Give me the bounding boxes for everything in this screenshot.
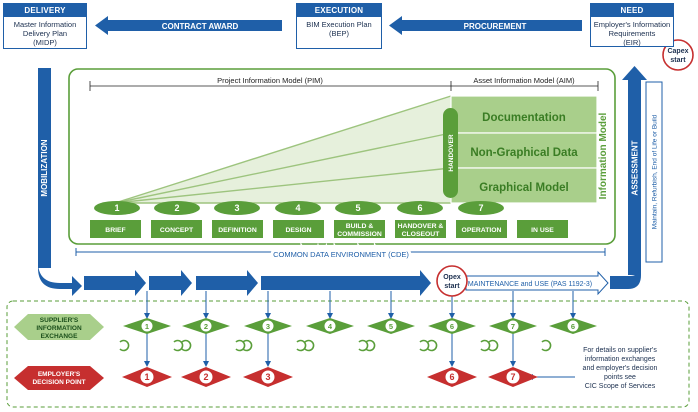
layer-documentation-label: Documentation [482, 112, 566, 124]
stage-operation-label: OPERATION [462, 227, 502, 234]
stage-brief-label: BRIEF [105, 227, 125, 234]
exchange-number: 1 [145, 322, 149, 331]
supplier-label-3: EXCHANGE [41, 333, 79, 340]
assessment-bar [628, 80, 641, 275]
decision-number: 7 [510, 372, 515, 382]
delivery-line-1: Master Information [13, 20, 77, 29]
exchange-number: 3 [266, 322, 270, 331]
information-model-label: Information Model [598, 112, 609, 199]
execution-box: EXECUTION BIM Execution Plan (BEP) [296, 3, 382, 49]
maintain-label: Maintain, Refurbish, End of Life or Buil… [652, 114, 659, 229]
assessment-arrowhead [622, 66, 647, 80]
stage-7-number: 7 [478, 203, 483, 213]
supplier-label-shape [14, 314, 104, 340]
employer-label-1: EMPLOYER'S [38, 371, 81, 378]
need-box: NEED Employer's Information Requirements… [590, 3, 674, 47]
stage-build-label-2: COMMISSION [337, 231, 382, 238]
exchange-number: 2 [204, 322, 208, 331]
decision-number: 6 [449, 372, 454, 382]
opex-start-marker [436, 265, 468, 297]
opex-label-1: Opex [443, 274, 461, 281]
exchange-number: 4 [328, 322, 333, 331]
opex-label-2: start [444, 283, 460, 290]
stage-4-number: 4 [295, 203, 300, 213]
pim-label: Project Information Model (PIM) [217, 76, 323, 85]
employer-label-shape [14, 366, 104, 390]
stage-3-number: 3 [234, 203, 239, 213]
employer-label-2: DECISION POINT [32, 379, 85, 386]
decision-region [6, 300, 690, 408]
mobilization-curve [38, 262, 82, 296]
exchange-number: 6 [450, 322, 454, 331]
maintenance-label: MAINTENANCE and USE (PAS 1192-3) [468, 281, 592, 288]
contract-award-arrow [95, 16, 282, 35]
maintain-frame [645, 81, 663, 263]
stage-6-number: 6 [417, 203, 422, 213]
note-line-4: points see [604, 374, 636, 381]
note-line-1: For details on supplier's [583, 347, 657, 354]
layer-graphical-label: Graphical Model [479, 182, 568, 194]
procurement-arrow [389, 16, 582, 35]
stage-concept-label: CONCEPT [160, 227, 194, 234]
exchange-number: 5 [389, 322, 393, 331]
contract-award-label: CONTRACT AWARD [162, 22, 239, 31]
maintenance-arrow [465, 270, 609, 296]
decision-number: 2 [203, 372, 208, 382]
decision-number: 3 [265, 372, 270, 382]
execution-heading: EXECUTION [297, 4, 381, 17]
procurement-label: PROCUREMENT [464, 22, 527, 31]
capex-label-1: Capex [667, 48, 688, 55]
stage-handover-label: HANDOVER & [398, 223, 444, 230]
stage-in-use-label: IN USE [531, 227, 554, 234]
delivery-box: DELIVERY Master Information Delivery Pla… [3, 3, 87, 49]
stage-definition-label: DEFINITION [218, 227, 257, 234]
exchange-number: 7 [511, 322, 515, 331]
execution-line-2: (BEP) [328, 29, 349, 38]
stage-1-number: 1 [114, 203, 119, 213]
delivery-line-3: (MIDP) [33, 38, 57, 47]
mobilization-bar [38, 68, 51, 268]
need-heading: NEED [591, 4, 673, 17]
delivery-line-2: Delivery Plan [22, 29, 68, 38]
decision-number: 1 [144, 372, 149, 382]
layer-non-graphical-label: Non-Graphical Data [470, 147, 578, 159]
assessment-label: ASSESSMENT [631, 140, 640, 195]
stage-handover-label-2: CLOSEOUT [402, 231, 441, 238]
capex-start-marker [662, 39, 694, 71]
stage-design-label: DESIGN [285, 227, 311, 234]
stage-build-label: BUILD & [346, 223, 374, 230]
handover-vertical-label: HANDOVER [448, 134, 455, 172]
supplier-label-1: SUPPLIER'S [40, 317, 79, 324]
stage-5-number: 5 [355, 203, 360, 213]
exchange-number: 6 [571, 322, 575, 331]
delivery-heading: DELIVERY [4, 4, 86, 17]
stage-2-number: 2 [174, 203, 179, 213]
supplier-label-2: INFORMATION [36, 325, 82, 332]
aim-label: Asset Information Model (AIM) [473, 76, 575, 85]
need-line-2: Requirements [608, 29, 656, 38]
note-line-3: and employer's decision [583, 365, 658, 372]
assessment-curve [610, 262, 641, 289]
handover-pill [443, 108, 458, 198]
execution-line-1: BIM Execution Plan [306, 20, 372, 29]
note-line-5: CIC Scope of Services [585, 383, 656, 390]
capex-label-2: start [670, 57, 686, 64]
note-line-2: information exchanges [585, 356, 656, 363]
need-line-3: (EIR) [623, 38, 641, 47]
mobilization-label: MOBILIZATION [40, 139, 49, 196]
need-line-1: Employer's Information [593, 20, 671, 29]
cde-label: COMMON DATA ENVIRONMENT (CDE) [273, 250, 409, 259]
